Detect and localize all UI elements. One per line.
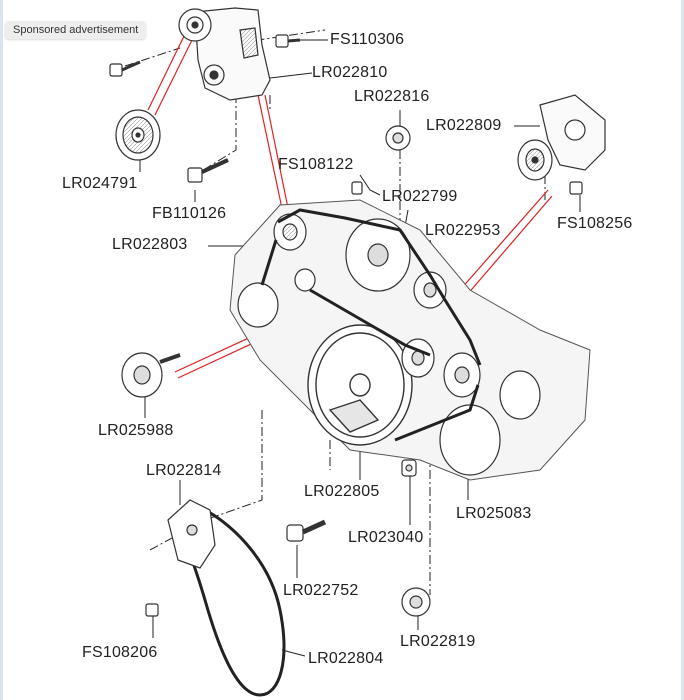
lower-belt-lr022804	[176, 503, 286, 697]
frame-left-border	[0, 0, 3, 700]
label-lr022816: LR022816	[354, 88, 430, 105]
bolt-fs110306	[275, 34, 301, 48]
bolt-fs108122	[351, 181, 363, 195]
label-lr022799: LR022799	[382, 188, 458, 205]
label-lr022953: LR022953	[425, 222, 501, 239]
washer-lr023040	[401, 459, 417, 477]
idler-lr025988	[121, 352, 181, 398]
bolt-fs-top-left	[109, 60, 141, 77]
idler-pulley-lr024791	[115, 109, 161, 161]
label-lr022814: LR022814	[146, 462, 222, 479]
tensioner-lr022953	[413, 271, 447, 309]
accessory-pulleys	[237, 268, 541, 476]
bracket-lr022814	[167, 499, 216, 569]
serpentine-belt	[260, 208, 482, 442]
cap-lr022816	[385, 125, 411, 151]
label-fs110306: FS110306	[330, 31, 405, 48]
bolt-fs108256	[569, 181, 583, 195]
water-pump-pulley	[345, 218, 411, 292]
label-lr025988: LR025988	[98, 422, 174, 439]
label-lr022752: LR022752	[283, 582, 359, 599]
label-fb110126: FB110126	[152, 205, 227, 222]
label-lr022804: LR022804	[308, 650, 384, 667]
label-lr025083: LR025083	[456, 505, 532, 522]
red-reference-lines	[147, 31, 553, 379]
tensioner-bracket	[178, 7, 271, 101]
tensioner-lr022809	[517, 94, 606, 181]
label-lr022819: LR022819	[400, 633, 476, 650]
label-lr022809: LR022809	[426, 117, 502, 134]
label-lr022803: LR022803	[112, 236, 188, 253]
label-lr024791: LR024791	[62, 175, 138, 192]
label-lr023040: LR023040	[348, 529, 424, 546]
label-fs108256: FS108256	[557, 215, 633, 232]
label-fs108122: FS108122	[278, 156, 354, 173]
frame-right-border	[681, 0, 684, 700]
bolt-fb110126	[187, 158, 229, 183]
label-lr022805: LR022805	[304, 483, 380, 500]
cap-lr022819	[401, 587, 431, 617]
sponsored-ad-badge[interactable]: Sponsored advertisement	[5, 21, 147, 39]
crank-pulley-lr022805	[307, 324, 413, 446]
bolt-fs108206	[145, 603, 159, 617]
label-lr022810: LR022810	[312, 64, 388, 81]
label-fs108206: FS108206	[82, 644, 158, 661]
bolt-lr022752	[286, 519, 327, 542]
idler-lr022803	[273, 213, 307, 251]
